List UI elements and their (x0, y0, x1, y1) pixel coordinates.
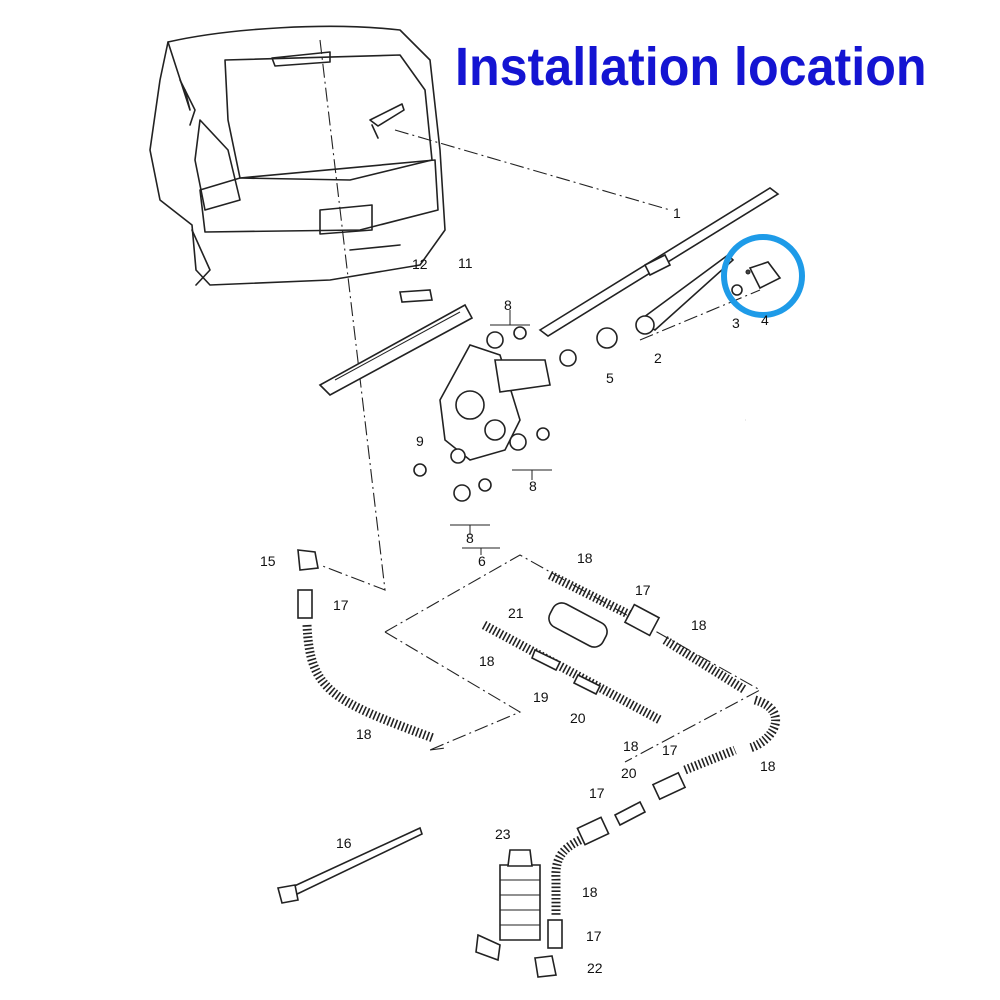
brake-light-housing (318, 289, 474, 396)
callout-11: 11 (458, 255, 473, 271)
diagram-title: Installation location (455, 37, 927, 97)
callout-18: 18 (623, 738, 639, 754)
callout-19: 19 (533, 689, 549, 705)
callout-1: 1 (673, 205, 681, 221)
callout-18: 18 (356, 726, 372, 742)
grommets (413, 326, 618, 502)
callout-16: 16 (336, 835, 352, 851)
callout-2: 2 (654, 350, 662, 366)
callout-8: 8 (529, 478, 537, 494)
cable-tie (277, 826, 423, 904)
callout-18: 18 (479, 653, 495, 669)
wiper-motor (439, 344, 551, 461)
callout-6: 6 (478, 553, 486, 569)
callout-18: 18 (691, 617, 707, 633)
washer-pump (475, 849, 541, 962)
wiper-arm (635, 253, 735, 335)
callout-18: 18 (577, 550, 593, 566)
callout-23: 23 (495, 826, 511, 842)
callout-8: 8 (504, 297, 512, 313)
callout-15: 15 (260, 553, 276, 569)
callout-12: 12 (412, 256, 428, 272)
callout-17: 17 (589, 785, 605, 801)
callout-labels: 1 2 3 4 5 6 8 8 8 9 11 12 15 17 18 17 21… (260, 205, 776, 976)
callout-18: 18 (582, 884, 598, 900)
wiper-blade (538, 187, 780, 337)
car-rear-illustration (149, 25, 446, 286)
left-hose-assembly (297, 549, 435, 743)
callout-17: 17 (586, 928, 602, 944)
washer-hoses (481, 570, 781, 978)
callout-21: 21 (508, 605, 524, 621)
callout-18: 18 (760, 758, 776, 774)
highlight-circle (721, 234, 805, 318)
callout-20: 20 (621, 765, 637, 781)
callout-17: 17 (333, 597, 349, 613)
callout-5: 5 (606, 370, 614, 386)
callout-9: 9 (416, 433, 424, 449)
callout-17: 17 (662, 742, 678, 758)
arm-cap-and-nut (731, 261, 782, 296)
callout-4: 4 (761, 312, 769, 328)
callout-20: 20 (570, 710, 586, 726)
callout-8: 8 (466, 530, 474, 546)
callout-3: 3 (732, 315, 740, 331)
callout-17: 17 (635, 582, 651, 598)
callout-22: 22 (587, 960, 603, 976)
bracket-lines (450, 310, 552, 555)
